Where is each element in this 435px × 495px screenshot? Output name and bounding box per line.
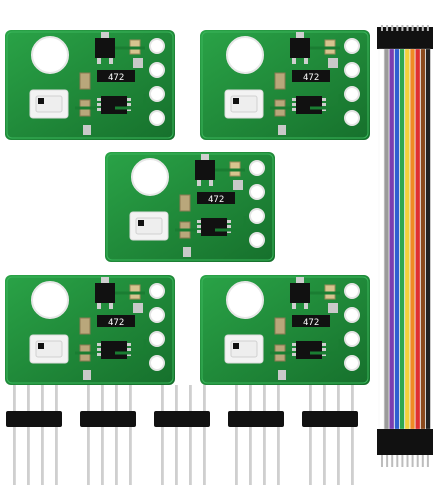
board-marking-text: 472 bbox=[108, 318, 124, 328]
sensor-board-2: 472 bbox=[200, 30, 370, 140]
board-marking-text: 472 bbox=[108, 73, 124, 83]
ribbon-top-pin bbox=[381, 25, 383, 31]
pin-header-1 bbox=[6, 385, 62, 485]
ribbon-top-pin bbox=[426, 25, 429, 31]
ribbon-top-pin bbox=[401, 25, 404, 31]
pin-header-5 bbox=[302, 385, 358, 485]
ribbon-bottom-pin bbox=[416, 455, 419, 467]
pin-header-2 bbox=[80, 385, 136, 485]
ribbon-top-pin bbox=[386, 25, 389, 31]
ribbon-wire bbox=[384, 48, 389, 430]
ribbon-bottom-pin bbox=[391, 455, 394, 467]
board-marking-text: 472 bbox=[303, 318, 319, 328]
ribbon-wire bbox=[420, 48, 426, 430]
ribbon-wire bbox=[404, 48, 410, 430]
ribbon-top-pin bbox=[421, 25, 424, 31]
ribbon-top-connector bbox=[377, 27, 433, 49]
pin-headers bbox=[0, 385, 380, 490]
sensor-board-1: 472 bbox=[5, 30, 175, 140]
board-marking-text: 472 bbox=[303, 73, 319, 83]
ribbon-bottom-pin bbox=[401, 455, 404, 467]
ribbon-bottom-pin bbox=[411, 455, 414, 467]
ribbon-top-pin bbox=[406, 25, 409, 31]
ribbon-top-pin bbox=[416, 25, 419, 31]
sensor-board-5: 472 bbox=[200, 275, 370, 385]
ribbon-wire bbox=[378, 48, 384, 430]
ribbon-bottom-connector bbox=[377, 429, 433, 455]
ribbon-wire bbox=[410, 48, 415, 430]
board-marking-text: 472 bbox=[208, 195, 224, 205]
ribbon-bottom-pin bbox=[386, 455, 389, 467]
ribbon-wire bbox=[425, 48, 431, 430]
ribbon-bottom-pin bbox=[421, 455, 424, 467]
ribbon-bottom-pin bbox=[396, 455, 399, 467]
jumper-ribbon-cable bbox=[375, 25, 435, 470]
ribbon-bottom-pin bbox=[381, 455, 383, 467]
ribbon-wire bbox=[394, 48, 400, 430]
ribbon-wire bbox=[415, 48, 421, 430]
ribbon-wire bbox=[399, 48, 405, 430]
pin-header-3 bbox=[154, 385, 210, 485]
ribbon-top-pin bbox=[391, 25, 394, 31]
sensor-board-3: 472 bbox=[105, 152, 275, 262]
ribbon-bottom-pin bbox=[426, 455, 429, 467]
pin-header-4 bbox=[228, 385, 284, 485]
sensor-board-4: 472 bbox=[5, 275, 175, 385]
ribbon-top-pin bbox=[411, 25, 414, 31]
ribbon-top-pin bbox=[396, 25, 399, 31]
ribbon-wire bbox=[389, 48, 395, 430]
ribbon-bottom-pin bbox=[406, 455, 409, 467]
